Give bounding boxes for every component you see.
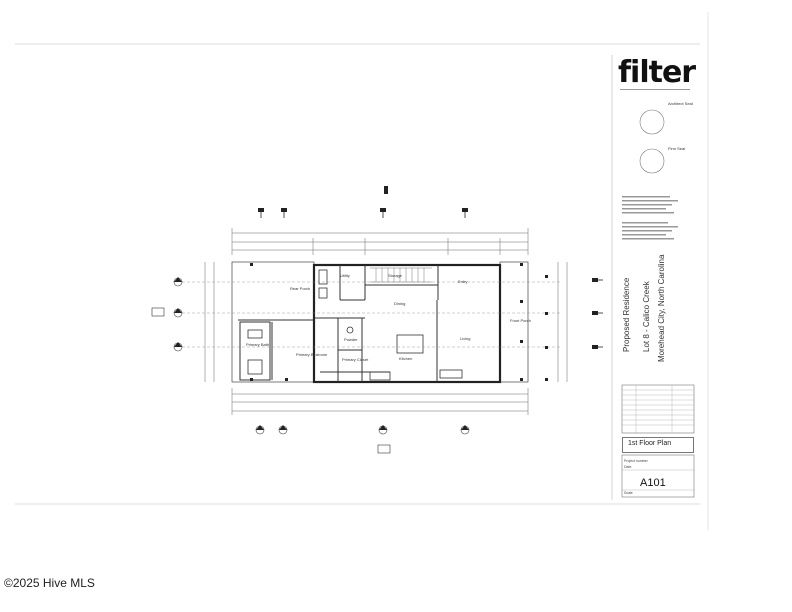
room-powder: Powder — [344, 337, 358, 342]
sheet-number: A101 — [640, 477, 666, 489]
room-primary-bath: Primary Bath — [246, 342, 270, 347]
sheet-title-box — [622, 437, 694, 453]
room-dining: Dining — [394, 301, 406, 306]
architect-seal-label: Architect Seal — [668, 101, 693, 106]
project-lot: Lot 8 - Calico Creek — [642, 281, 651, 352]
room-storage: Storage — [388, 273, 403, 278]
mls-copyright-watermark: ©2025 Hive MLS — [4, 576, 95, 590]
room-rear-porch: Rear Porch — [290, 286, 311, 291]
date-label: Date — [624, 465, 632, 469]
room-kitchen: Kitchen — [399, 356, 413, 361]
room-living: Living — [460, 336, 471, 341]
firm-seal-label: Firm Seal — [668, 146, 686, 151]
scale-label: Scale — [624, 491, 633, 495]
room-front-porch: Front Porch — [510, 318, 531, 323]
project-location: Morehead City, North Carolina — [657, 254, 666, 362]
logo-underline — [620, 89, 690, 90]
firm-logo: filter — [618, 55, 696, 90]
room-utility: Utility — [340, 273, 350, 278]
project-title: Proposed Residence — [622, 277, 631, 352]
room-primary-closet: Primary Closet — [342, 357, 369, 362]
room-primary-bedroom: Primary Bedroom — [296, 352, 328, 357]
project-number-label: Project number — [624, 459, 648, 463]
sheet-title: 1st Floor Plan — [628, 440, 672, 447]
room-entry: Entry — [458, 279, 468, 284]
